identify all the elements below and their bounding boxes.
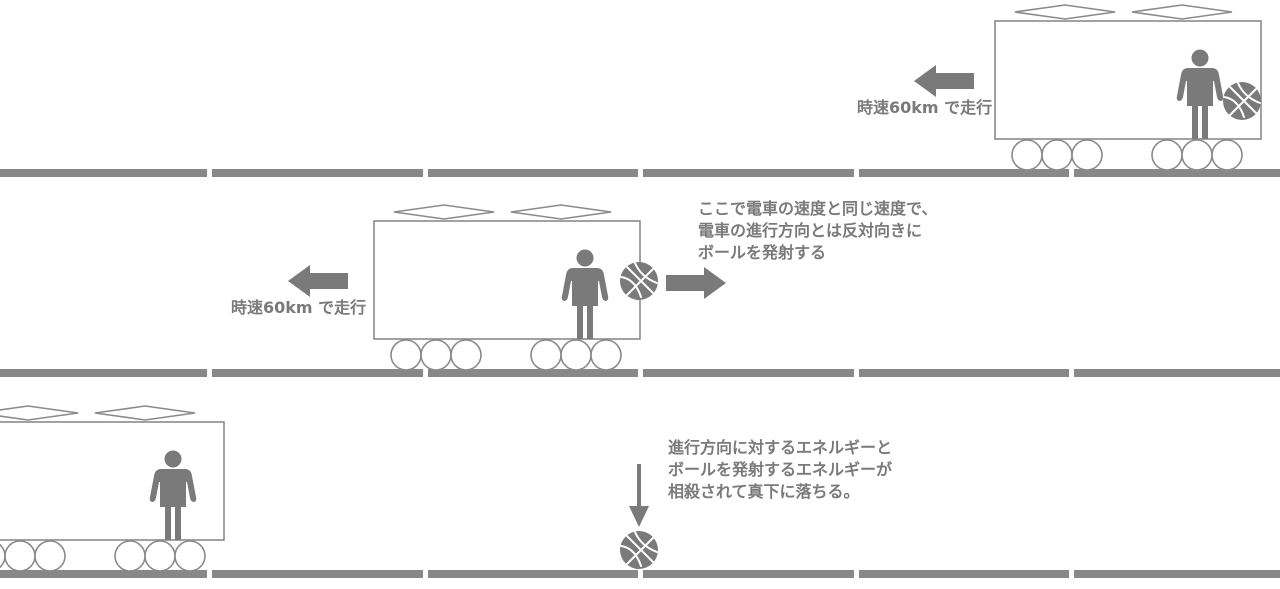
speed-label-1: 時速60km で走行 xyxy=(857,98,992,117)
basketball-icon xyxy=(1222,81,1262,121)
basketball-icon xyxy=(619,530,659,570)
panel-3: 進行方向に対するエネルギーと ボールを発射するエネルギーが 相殺されて真下に落ち… xyxy=(0,406,1280,578)
note-2-line-1: ここで電車の速度と同じ速度で、 xyxy=(698,199,937,218)
speed-label-2: 時速60km で走行 xyxy=(231,298,366,317)
note-2-line-3: ボールを発射する xyxy=(698,243,826,262)
note-2-line-2: 電車の進行方向とは反対向きに xyxy=(698,221,922,240)
note-3-line-2: ボールを発射するエネルギーが xyxy=(668,460,892,479)
note-3-line-1: 進行方向に対するエネルギーと xyxy=(668,438,892,457)
left-arrow-icon xyxy=(288,265,348,297)
panel-1: 時速60km で走行 xyxy=(0,5,1280,177)
note-3-line-3: 相殺されて真下に落ちる。 xyxy=(668,482,860,501)
right-arrow-icon xyxy=(666,267,726,299)
panel-2: 時速60km で走行 ここで電車の速度と同じ速度で、 電車の進行方向とは反対向き… xyxy=(0,199,1280,377)
basketball-icon xyxy=(619,261,659,301)
down-arrow-icon xyxy=(629,464,649,527)
rail-track-2 xyxy=(0,369,1280,377)
train-2 xyxy=(374,205,640,370)
left-arrow-icon xyxy=(914,65,974,97)
